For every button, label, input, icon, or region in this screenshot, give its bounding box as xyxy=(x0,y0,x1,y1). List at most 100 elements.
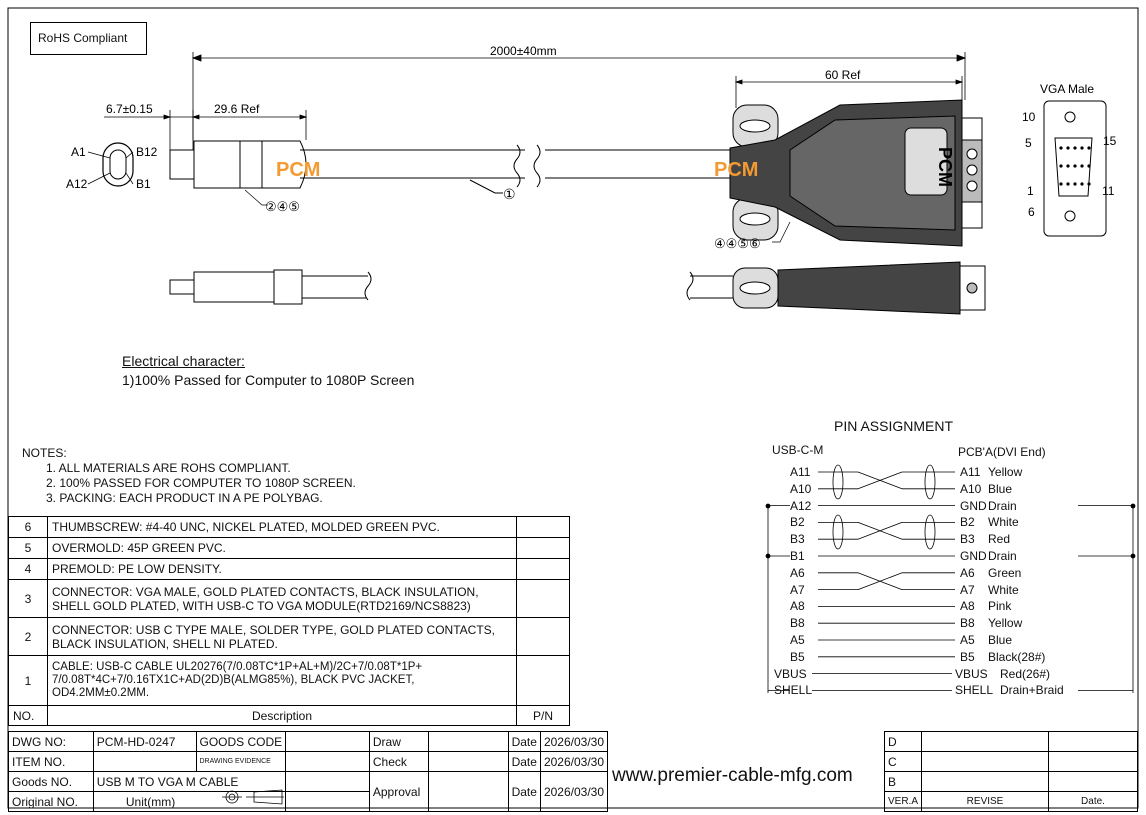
pin-right-label: B2 xyxy=(960,515,975,530)
pin-right-label: A11 xyxy=(960,465,981,479)
pin-wire-color: White xyxy=(988,582,1019,597)
pin-left-label: A7 xyxy=(790,582,805,597)
pin-right-label: A5 xyxy=(960,633,975,647)
usb-dimension-lines xyxy=(104,110,308,150)
bom-desc: CONNECTOR: USB C TYPE MALE, SOLDER TYPE,… xyxy=(47,617,517,656)
vga-callout-leader xyxy=(772,221,791,243)
bom-header-desc: Description xyxy=(47,705,517,726)
bom-desc: OVERMOLD: 45P GREEN PVC. xyxy=(47,537,517,559)
draw-label: Draw xyxy=(368,731,429,752)
rev-c: C xyxy=(883,751,923,772)
pin-wire-color: Pink xyxy=(988,599,1012,614)
wire-segment xyxy=(879,530,903,540)
note-item: 3. PACKING: EACH PRODUCT IN A PE POLYBAG… xyxy=(46,491,323,505)
wire-segment xyxy=(879,480,903,490)
pin-wire-color: Yellow xyxy=(988,465,1023,479)
pin-wire-color: Yellow xyxy=(988,616,1023,631)
pin-wire-color: Green xyxy=(988,565,1022,580)
website: www.premier-cable-mfg.com xyxy=(612,765,853,786)
pin-wiring xyxy=(768,471,1133,691)
pin-wire-color: Red(26#) xyxy=(1000,666,1051,681)
rohs-label: RoHS Compliant xyxy=(38,31,128,45)
title-empty-cell xyxy=(285,771,370,792)
vga-pin-dot xyxy=(1087,146,1091,150)
vga-pin-dot xyxy=(1073,164,1077,168)
notes-title: NOTES: xyxy=(22,446,67,460)
usb-plug-side-view xyxy=(169,140,525,189)
usb-pin-a12: A12 xyxy=(66,177,88,191)
note-item: 1. ALL MATERIALS ARE ROHS COMPLIANT. xyxy=(46,461,291,475)
wire-segment xyxy=(857,471,881,481)
pin-left-label: A11 xyxy=(790,465,811,479)
note-item: 2. 100% PASSED FOR COMPUTER TO 1080P SCR… xyxy=(46,476,356,490)
bom-no: 6 xyxy=(8,516,48,538)
pin-left-label: A12 xyxy=(790,498,812,513)
vga-face-view xyxy=(1043,100,1107,237)
pin-left-label: VBUS xyxy=(774,666,807,681)
pin-right-label: SHELL xyxy=(955,683,994,698)
pin-right-label: A10 xyxy=(960,481,982,496)
pin-left-label: B8 xyxy=(790,616,805,631)
bom-no: 2 xyxy=(8,617,48,656)
cable-break xyxy=(469,144,730,194)
date-draw: 2026/03/30 xyxy=(539,731,609,752)
rev-d: D xyxy=(883,731,923,752)
vga-pin-dot xyxy=(1059,164,1063,168)
vga-brand-mark: PCM xyxy=(714,159,758,181)
pin-wire-color: Drain xyxy=(988,549,1017,563)
vga-pin-dot xyxy=(1080,164,1084,168)
vga-connector-body xyxy=(729,99,983,247)
bom-desc: CABLE: USB-C CABLE UL20276(7/0.08TC*1P+A… xyxy=(47,655,517,706)
original-no-label: Original NO. xyxy=(8,791,94,812)
bom-pn xyxy=(516,655,570,706)
pin-left-label: A10 xyxy=(790,481,812,496)
bom-pn xyxy=(516,617,570,656)
bom-no: 4 xyxy=(8,558,48,580)
bom-header-no: NO. xyxy=(8,705,48,726)
vga-pin-dot xyxy=(1059,146,1063,150)
title-empty-cell xyxy=(285,751,370,772)
vga-pin-10: 10 xyxy=(1022,110,1036,124)
electrical-title: Electrical character: xyxy=(122,353,245,369)
date-check: 2026/03/30 xyxy=(539,751,609,772)
approval-label: Approval xyxy=(368,771,429,812)
rev-empty xyxy=(1048,731,1138,752)
usb-callout: ②④⑤ xyxy=(265,199,300,214)
usb-pin-b12: B12 xyxy=(136,145,158,159)
title-empty-cell xyxy=(92,751,197,772)
wire-segment xyxy=(857,480,881,490)
pin-left-label: A8 xyxy=(790,599,805,614)
title-empty-cell xyxy=(285,731,370,752)
wire-segment xyxy=(879,580,903,590)
pin-left-label: A5 xyxy=(790,633,805,647)
vga-pin-11: 11 xyxy=(1102,184,1115,198)
pin-left-label: B5 xyxy=(790,649,805,664)
bom-desc: CONNECTOR: VGA MALE, GOLD PLATED CONTACT… xyxy=(47,579,517,618)
vga-pin-dot xyxy=(1087,164,1091,168)
vga-pin-dot xyxy=(1066,164,1070,168)
cable-callout: ① xyxy=(503,186,516,202)
pin-right-label: GND xyxy=(960,498,987,513)
pin-wire-color: Drain+Braid xyxy=(1000,683,1064,698)
bom-pn xyxy=(516,537,570,559)
overall-length-label: 2000±40mm xyxy=(490,44,557,58)
rev-empty xyxy=(1048,751,1138,772)
approval-signature xyxy=(427,771,509,812)
vga-top-view xyxy=(686,261,986,315)
vga-pin-5: 5 xyxy=(1025,136,1032,150)
pin-right-label: GND xyxy=(960,549,987,563)
vga-pin-dot xyxy=(1087,182,1091,186)
dwg-no-label: DWG NO: xyxy=(8,731,94,752)
date-label: Date xyxy=(507,771,541,812)
wire-segment xyxy=(879,572,903,582)
pin-assignment-title: PIN ASSIGNMENT xyxy=(834,418,954,434)
usb-c-face xyxy=(87,142,134,187)
